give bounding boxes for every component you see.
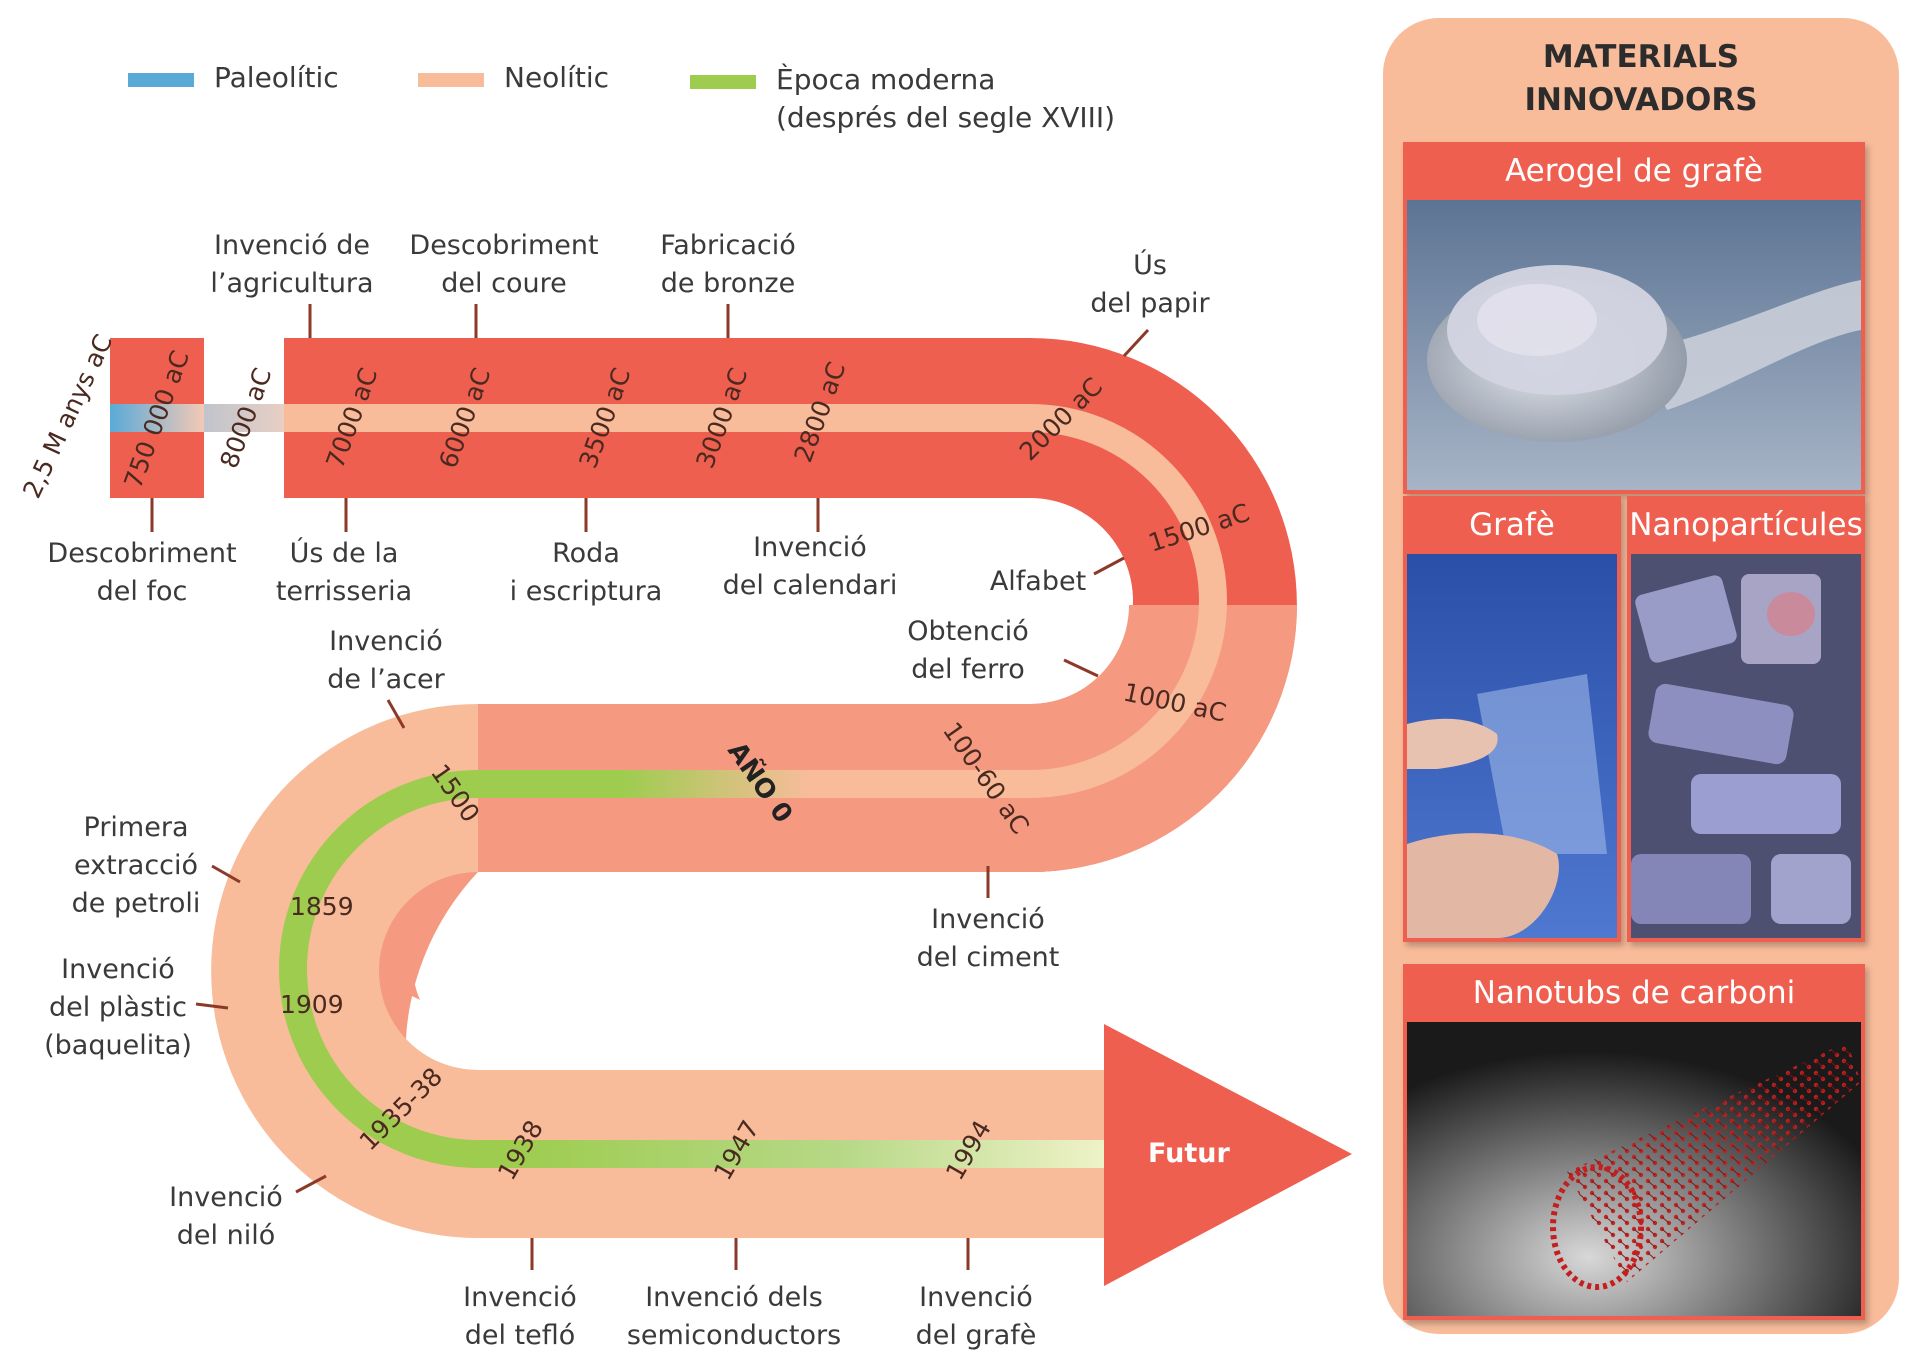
svg-text:semiconductors: semiconductors [627,1320,841,1351]
svg-text:del niló: del niló [177,1220,275,1251]
event-use-of-pottery: Ús de la terrisseria [276,537,412,607]
svg-text:de l’acer: de l’acer [327,664,445,695]
svg-text:Ús de la: Ús de la [290,537,399,569]
svg-text:del foc: del foc [97,576,188,607]
event-invention-of-teflon: Invenció del tefló [463,1282,577,1351]
event-invention-of-steel: Invenció de l’acer [327,626,445,695]
svg-text:del ferro: del ferro [911,654,1025,685]
leader-line [386,699,406,729]
svg-text:(baquelita): (baquelita) [44,1030,192,1061]
leader-line [211,864,241,884]
paleolithic-inner-band [110,404,204,432]
leader-line [1122,328,1150,358]
svg-text:Invenció: Invenció [463,1282,577,1313]
card-graphene-aerogel: Aerogel de grafè [1403,142,1865,494]
svg-text:Invenció dels: Invenció dels [645,1282,823,1313]
event-invention-of-plastic: Invenció del plàstic (baquelita) [44,954,192,1061]
svg-text:Invenció: Invenció [329,626,443,657]
panel-title-line2: INNOVADORS [1524,82,1758,118]
legend-swatch-paleolithic [128,73,194,87]
panel-title: MATERIALS INNOVADORS [1383,36,1899,122]
leader-line [1063,658,1099,678]
nanoparticles-image [1631,554,1861,938]
event-invention-of-cement: Invenció del ciment [917,904,1060,973]
svg-text:Roda: Roda [552,538,620,569]
card-title: Nanopartícules [1629,507,1863,543]
svg-text:del grafè: del grafè [916,1320,1037,1351]
event-discovery-of-copper: Descobriment del coure [409,230,598,299]
future-label: Futur [1148,1138,1230,1169]
legend-label-modern-sub: (després del segle XVIII) [776,101,1115,134]
svg-text:del plàstic: del plàstic [49,992,187,1023]
event-first-oil-extraction: Primera extracció de petroli [72,812,201,919]
card-title: Nanotubs de carboni [1472,975,1796,1011]
svg-text:Obtenció: Obtenció [907,616,1029,647]
event-invention-of-semiconductors: Invenció dels semiconductors [627,1282,841,1351]
graphene-image [1407,554,1617,938]
future-arrow [1104,1024,1352,1286]
event-invention-of-nylon: Invenció del niló [169,1182,283,1251]
legend-swatch-neolithic [418,73,484,87]
event-alphabet: Alfabet [990,566,1086,597]
svg-text:Invenció: Invenció [919,1282,1033,1313]
svg-text:del calendari: del calendari [723,570,898,601]
svg-text:Descobriment: Descobriment [409,230,598,261]
svg-text:i escriptura: i escriptura [510,576,663,607]
event-use-of-papyrus: Ús del papir [1090,249,1210,319]
svg-text:Fabricació: Fabricació [660,230,796,261]
svg-text:Primera: Primera [84,812,189,843]
panel-title-line1: MATERIALS [1542,39,1740,75]
leader-line [1093,556,1125,576]
event-wheel-and-writing: Roda i escriptura [510,538,663,607]
graphene-aerogel-image [1407,200,1861,490]
svg-text:de petroli: de petroli [72,888,201,919]
svg-text:terrisseria: terrisseria [276,576,412,607]
timeline-diagram: Paleolític Neolític Època moderna (despr… [17,61,1352,1351]
year-label: 1909 [280,990,344,1019]
svg-text:del papir: del papir [1090,288,1210,319]
svg-text:Invenció: Invenció [931,904,1045,935]
bottom-band [211,704,1111,1238]
legend-swatch-modern [690,75,756,89]
svg-text:de bronze: de bronze [661,268,795,299]
event-invention-of-graphene: Invenció del grafè [916,1282,1037,1351]
legend-label-modern: Època moderna [776,62,995,96]
svg-text:Descobriment: Descobriment [47,538,236,569]
inner-track-transition [620,770,810,798]
svg-text:Ús: Ús [1133,249,1167,281]
card-title: Grafè [1469,507,1555,543]
inner-track-neolithic [284,404,1227,798]
svg-text:Invenció: Invenció [753,532,867,563]
svg-text:Invenció: Invenció [61,954,175,985]
leader-line [295,1174,327,1194]
legend-label-neolithic: Neolític [504,61,609,94]
event-discovery-of-fire: Descobriment del foc [47,538,236,607]
card-title: Aerogel de grafè [1505,153,1763,189]
svg-text:del tefló: del tefló [465,1320,576,1351]
svg-text:l’agricultura: l’agricultura [210,268,373,299]
gap-band [204,404,284,432]
year-label: 1859 [290,892,354,921]
innovative-materials-panel: MATERIALS INNOVADORS Aerogel de grafè [1383,18,1899,1334]
card-graphene: Grafè [1403,496,1621,942]
event-invention-of-calendar: Invenció del calendari [723,532,898,601]
carbon-nanotubes-image [1407,1022,1861,1316]
event-invention-of-agriculture: Invenció de l’agricultura [210,230,373,299]
year-label: 2,5 M anys aC [17,330,118,503]
card-carbon-nanotubes: Nanotubs de carboni [1403,964,1865,1320]
svg-text:del coure: del coure [441,268,566,299]
inner-track-bottom [510,1140,1104,1168]
card-nanoparticles: Nanopartícules [1627,496,1865,942]
leader-line [195,1002,229,1010]
inner-track-modern [279,770,625,1168]
svg-text:del ciment: del ciment [917,942,1060,973]
svg-text:Invenció: Invenció [169,1182,283,1213]
svg-text:Invenció de: Invenció de [214,230,370,261]
legend-label-paleolithic: Paleolític [214,61,339,94]
event-obtaining-iron: Obtenció del ferro [907,616,1029,685]
event-bronze-manufacture: Fabricació de bronze [660,230,796,299]
svg-text:extracció: extracció [74,850,198,881]
